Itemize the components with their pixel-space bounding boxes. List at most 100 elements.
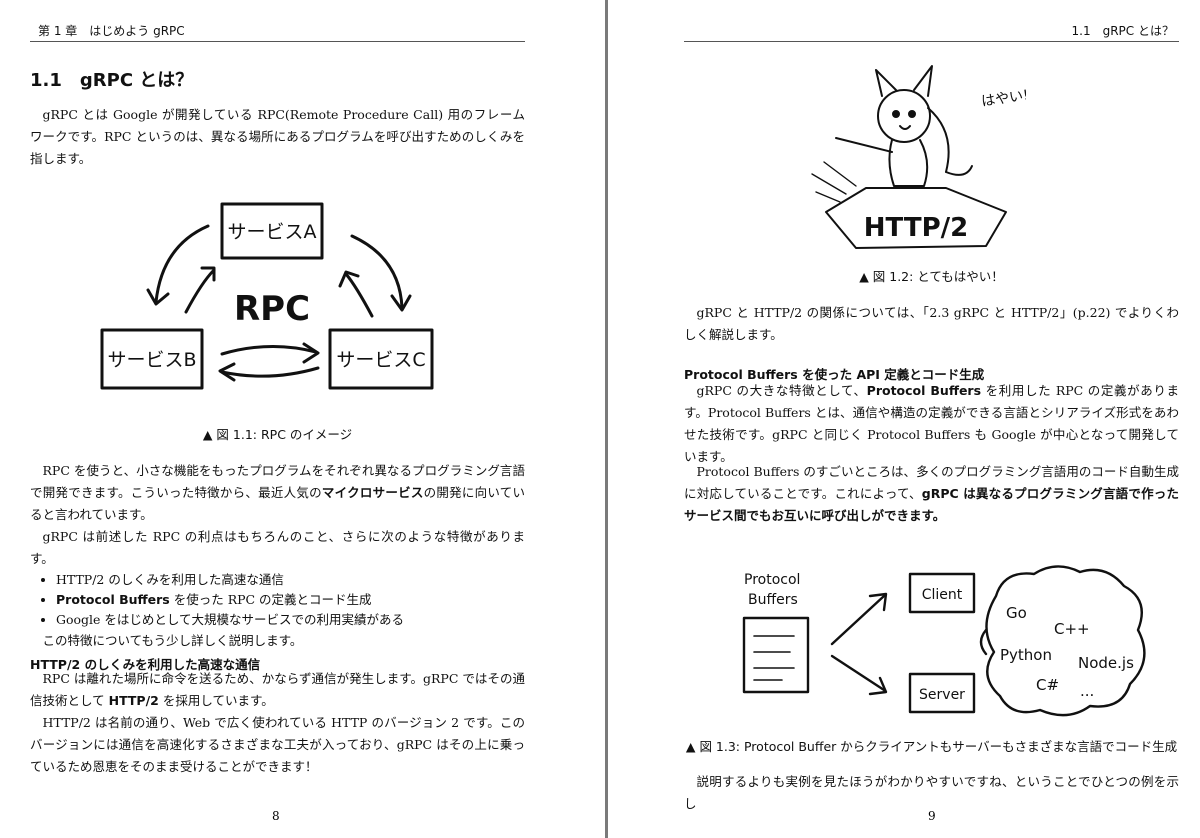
bold-microservices: マイクロサービス [321, 485, 424, 500]
protobuf-figure: Protocol Buffers Client Server Go C++ Py… [734, 556, 1154, 727]
bold-protocol-buffers: Protocol Buffers [56, 592, 170, 607]
intro-block: gRPC とは Google が開発している RPC(Remote Proced… [30, 104, 525, 170]
proto-label-line2: Buffers [748, 592, 798, 608]
lang-python: Python [1000, 646, 1052, 664]
mascot-illustration: はやい! HTTP/2 [811, 65, 1030, 249]
text-span: gRPC の大きな特徴として、 [696, 383, 867, 398]
text-span: Protocol Buffers のすごいところは、多くのプログラミング言語用の… [684, 464, 1179, 501]
rpc-diagram: サービスA サービスB サービスC RPC [100, 202, 434, 390]
speech-text: はやい! [980, 87, 1026, 109]
subheading-http2: HTTP/2 のしくみを利用した高速な通信 [30, 657, 261, 672]
node-b-label: サービスB [107, 349, 196, 371]
hair [927, 107, 950, 173]
text-span: の開発に向いていると言われています。 [30, 485, 525, 522]
eye [908, 110, 916, 118]
header-rule [684, 41, 1179, 42]
arrow-head [338, 270, 360, 288]
codegen-block: Protocol Buffers のすごいところは、多くのプログラミング言語用の… [684, 461, 1179, 527]
arrow-b-to-c [220, 345, 318, 356]
page-left: 第 1 章 はじめよう gRPC 1.1 gRPC とは？ gRPC とは Go… [0, 0, 605, 838]
node-a-box [220, 202, 324, 260]
mascot-head [877, 89, 931, 143]
proto-file-icon [742, 616, 810, 694]
paragraph-codegen: Protocol Buffers のすごいところは、多くのプログラミング言語用の… [684, 461, 1179, 527]
running-header: 1.1 gRPC とは？ [1071, 24, 1174, 38]
text-span: を利用した RPC の定義があります。Protocol Buffers とは、通… [684, 383, 1180, 464]
text-span: RPC は離れた場所に命令を送るため、かならず通信が発生します。gRPC ではそ… [30, 671, 525, 708]
server-box [908, 672, 976, 714]
feature-list: HTTP/2 のしくみを利用した高速な通信 Protocol Buffers を… [30, 570, 525, 630]
tail [945, 165, 973, 176]
arrow-b-to-a [184, 268, 216, 314]
bold-cross-language: gRPC は異なるプログラミング言語で作ったサービス間でもお互いに呼び出しができ… [684, 486, 1179, 523]
example-block: 説明するよりも実例を見たほうがわかりやすいですね、ということでひとつの例を示し [684, 771, 1179, 815]
paragraph-http2-adopt: RPC は離れた場所に命令を送るため、かならず通信が発生します。gRPC ではそ… [30, 668, 525, 712]
body-block: RPC を使うと、小さな機能をもったプログラムをそれぞれ異なるプログラミング言語… [30, 460, 525, 652]
arrow-head [390, 294, 412, 312]
arrow-head [302, 342, 320, 364]
ear-left [875, 69, 897, 97]
node-a-label: サービスA [228, 221, 317, 243]
arrow-c-to-a [344, 272, 374, 318]
paragraph-microservices: RPC を使うと、小さな機能をもったプログラムをそれぞれ異なるプログラミング言語… [30, 460, 525, 526]
language-cloud [985, 565, 1146, 717]
arrow-a-to-c [350, 234, 404, 310]
paragraph-features-intro: gRPC は前述した RPC の利点はもちろんのこと、さらに次のような特徴があり… [30, 529, 525, 566]
page-gutter [605, 0, 608, 838]
arrow-a-to-b [154, 224, 210, 304]
figure-1-1-caption: ▲ 図 1.1: RPC のイメージ [202, 427, 353, 442]
arrow-to-server [830, 654, 886, 692]
arrow-head [868, 676, 888, 696]
speed-lines [811, 161, 857, 203]
proto-label-line1: Protocol [744, 572, 800, 588]
node-b-box [100, 328, 204, 390]
protobuf-block: gRPC の大きな特徴として、Protocol Buffers を利用した RP… [684, 380, 1179, 468]
arrow-head [200, 266, 216, 282]
lang-csharp: C# [1036, 676, 1059, 694]
lang-cpp: C++ [1054, 620, 1090, 638]
list-item: HTTP/2 のしくみを利用した高速な通信 [56, 570, 525, 590]
mascot-figure: はやい! HTTP/2 [796, 62, 1030, 267]
http2-block: RPC は離れた場所に命令を送るため、かならず通信が発生します。gRPC ではそ… [30, 668, 525, 778]
running-header: 第 1 章 はじめよう gRPC [38, 24, 185, 38]
arrow-head [146, 288, 170, 306]
lang-more: ... [1080, 682, 1094, 700]
figure-1-2-caption: ▲ 図 1.2: とてもはやい！ [859, 269, 1004, 284]
list-item: Google をはじめとして大規模なサービスでの利用実績がある [56, 610, 525, 630]
paragraph-example: 説明するよりも実例を見たほうがわかりやすいですね、ということでひとつの例を示し [684, 774, 1179, 811]
list-item: Protocol Buffers を使った RPC の定義とコード生成 [56, 590, 525, 610]
figure-1-3-caption: ▲ 図 1.3: Protocol Buffer からクライアントもサーバーもさ… [685, 739, 1178, 754]
page-number: 8 [272, 809, 280, 823]
http2-relation-block: gRPC と HTTP/2 の関係については、「2.3 gRPC と HTTP/… [684, 302, 1179, 346]
paragraph-protobuf-definition: gRPC の大きな特徴として、Protocol Buffers を利用した RP… [684, 380, 1179, 468]
eye [892, 110, 900, 118]
arrow-head [218, 362, 236, 382]
board-label: HTTP/2 [864, 213, 968, 243]
page-number: 9 [928, 809, 936, 823]
header-rule [30, 41, 525, 42]
arm-pointing [835, 137, 893, 153]
arrow-c-to-b [220, 366, 320, 378]
board-shape [825, 187, 1007, 249]
protobuf-diagram: Protocol Buffers Client Server Go C++ Py… [742, 565, 1146, 717]
client-label: Client [922, 587, 963, 603]
arrow-head [868, 592, 888, 612]
bold-protocol-buffers: Protocol Buffers [866, 383, 982, 398]
lang-go: Go [1006, 604, 1027, 622]
node-c-label: サービスC [336, 349, 425, 371]
subheading-protocol-buffers: Protocol Buffers を使った API 定義とコード生成 [684, 367, 985, 382]
mouth [899, 125, 911, 130]
bold-http2: HTTP/2 [108, 693, 159, 708]
client-box [908, 572, 976, 614]
arrow-to-client [830, 594, 886, 646]
rpc-center-label: RPC [234, 289, 310, 329]
node-c-box [328, 328, 434, 390]
text-span: を採用しています。 [158, 693, 274, 708]
paragraph-explain: この特徴についてもう少し詳しく説明します。 [42, 633, 303, 648]
rpc-figure: サービスA サービスB サービスC RPC [90, 190, 450, 415]
server-label: Server [919, 687, 965, 703]
proto-file-lines [753, 635, 795, 681]
ear-right [913, 65, 933, 97]
paragraph-http2-relation: gRPC と HTTP/2 の関係については、「2.3 gRPC と HTTP/… [684, 305, 1179, 342]
mascot-body [888, 139, 929, 187]
